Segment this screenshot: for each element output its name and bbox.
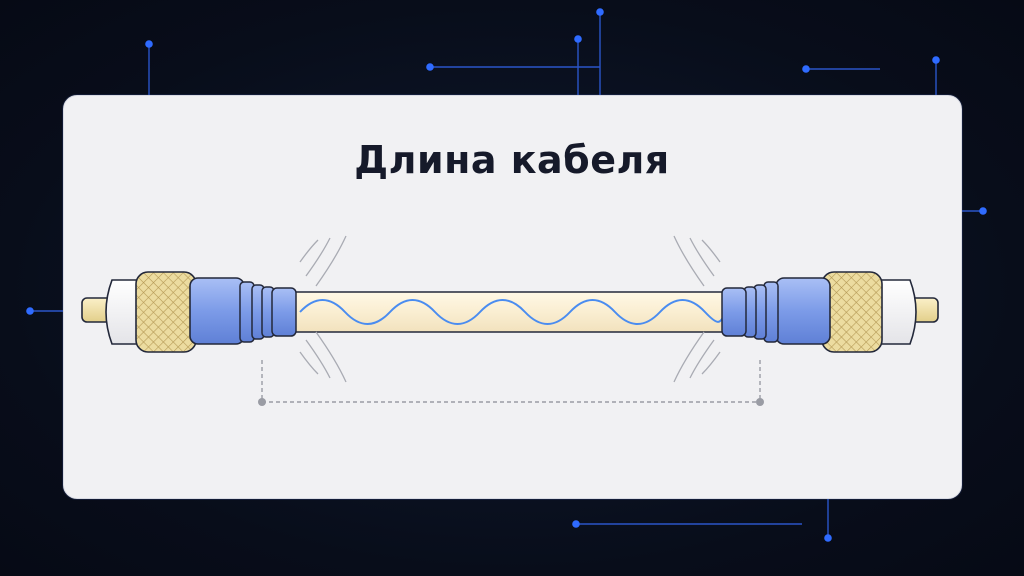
cable-body — [287, 291, 737, 333]
signal-waves-icon — [673, 235, 721, 383]
measure-endpoint-left — [258, 398, 266, 406]
right-connector — [721, 271, 939, 353]
page-title: Длина кабеля — [354, 138, 670, 182]
signal-waves-icon — [299, 235, 347, 383]
length-measure-line — [261, 360, 761, 403]
measure-endpoint-right — [756, 398, 764, 406]
signal-wave — [299, 299, 727, 325]
left-connector — [81, 271, 297, 353]
